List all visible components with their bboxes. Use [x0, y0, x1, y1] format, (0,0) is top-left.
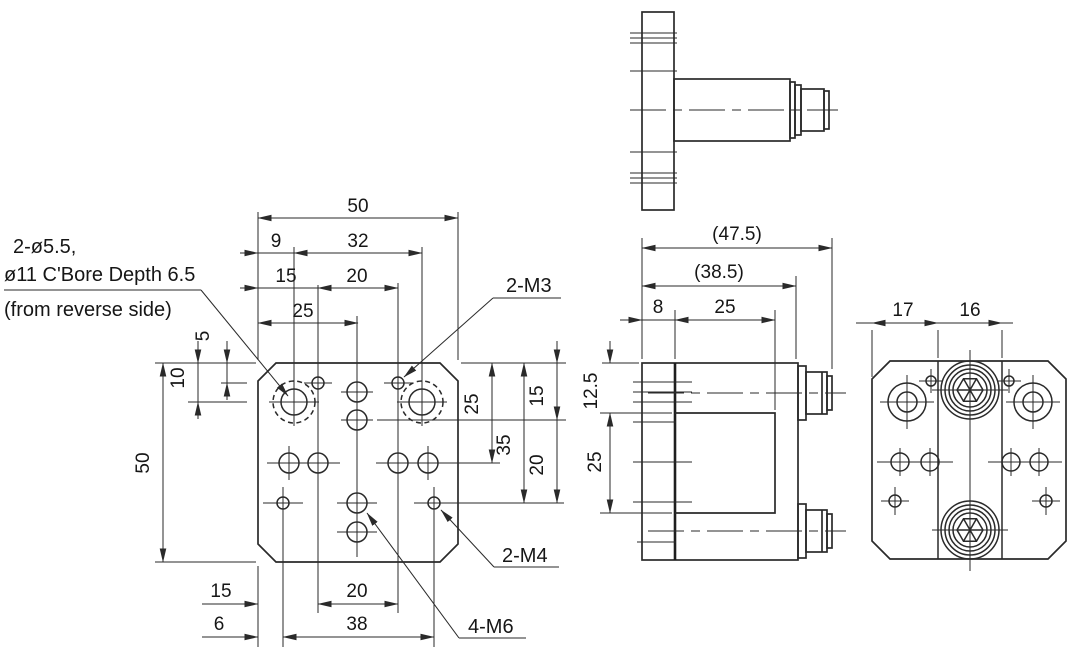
rear-dimension-labels: 17 16 — [892, 300, 980, 321]
dim-front-left-10: 10 — [168, 367, 189, 388]
dim-side-arm: 12.5 — [581, 373, 602, 410]
dim-front-cbore-span: 32 — [347, 231, 368, 252]
callout-m6: 4-M6 — [468, 616, 514, 638]
side-dimension-labels: (47.5) (38.5) 8 25 12.5 25 — [581, 224, 762, 473]
dim-front-bottom-6: 6 — [214, 614, 225, 635]
front-dimension-lines — [159, 214, 561, 641]
rear-knob-top — [940, 360, 1000, 420]
dim-front-bottom-15: 15 — [210, 581, 231, 602]
front-callout-labels: 2-ø5.5, ø11 C'Bore Depth 6.5 (from rever… — [4, 236, 552, 638]
callout-cbore-line1: 2-ø5.5, — [13, 236, 76, 258]
dim-side-overall: (47.5) — [712, 224, 762, 245]
dim-front-right-25: 25 — [462, 393, 483, 414]
top-ticks — [630, 32, 838, 184]
front-plate-outline — [257, 362, 459, 563]
dim-front-top-width: 50 — [347, 196, 368, 217]
rear-plate-outline — [871, 360, 1067, 560]
dim-front-right-20: 20 — [527, 454, 548, 475]
top-plate — [641, 11, 675, 211]
front-dimension-labels: 50 9 32 15 20 25 5 10 50 25 35 15 20 15 … — [133, 196, 548, 635]
callout-cbore-line2: ø11 C'Bore Depth 6.5 — [4, 264, 195, 286]
dim-front-left-5: 5 — [193, 331, 214, 342]
rear-holes — [887, 375, 1053, 508]
callout-m4: 2-M4 — [502, 545, 548, 567]
side-knob-top — [797, 365, 833, 421]
side-ticks — [633, 381, 846, 543]
dim-front-m3-offset: 15 — [275, 266, 296, 287]
front-centerlines — [155, 212, 566, 647]
dim-side-recess-h: 25 — [585, 451, 606, 472]
dim-front-m3-span: 20 — [346, 266, 367, 287]
callout-cbore-line3: (from reverse side) — [4, 299, 172, 321]
dim-front-bottom-38: 38 — [346, 614, 367, 635]
dim-front-right-15: 15 — [527, 385, 548, 406]
side-dimension-lines — [606, 244, 833, 514]
dim-side-body: (38.5) — [694, 262, 744, 283]
side-recess — [675, 412, 776, 514]
top-view — [630, 11, 838, 211]
dim-rear-17: 17 — [892, 300, 913, 321]
dim-front-bottom-20: 20 — [346, 581, 367, 602]
front-leaders — [4, 289, 561, 639]
front-view: 50 9 32 15 20 25 5 10 50 25 35 15 20 15 … — [4, 196, 566, 647]
top-shaft — [673, 78, 830, 142]
callout-m3: 2-M3 — [506, 275, 552, 297]
dim-rear-16: 16 — [959, 300, 980, 321]
dim-side-thickness: 8 — [653, 297, 664, 318]
dim-side-recess-w: 25 — [714, 297, 735, 318]
rear-view: 17 16 — [856, 300, 1067, 571]
side-view: (47.5) (38.5) 8 25 12.5 25 — [581, 224, 846, 561]
side-knob-bottom — [797, 503, 833, 559]
dim-front-center-offset: 25 — [292, 301, 313, 322]
dim-front-cbore-offset: 9 — [271, 231, 282, 252]
rear-knob-bottom — [940, 500, 1000, 560]
rear-dimension-lines — [856, 319, 1013, 377]
dim-front-height: 50 — [133, 452, 154, 473]
dim-front-right-35: 35 — [494, 434, 515, 455]
